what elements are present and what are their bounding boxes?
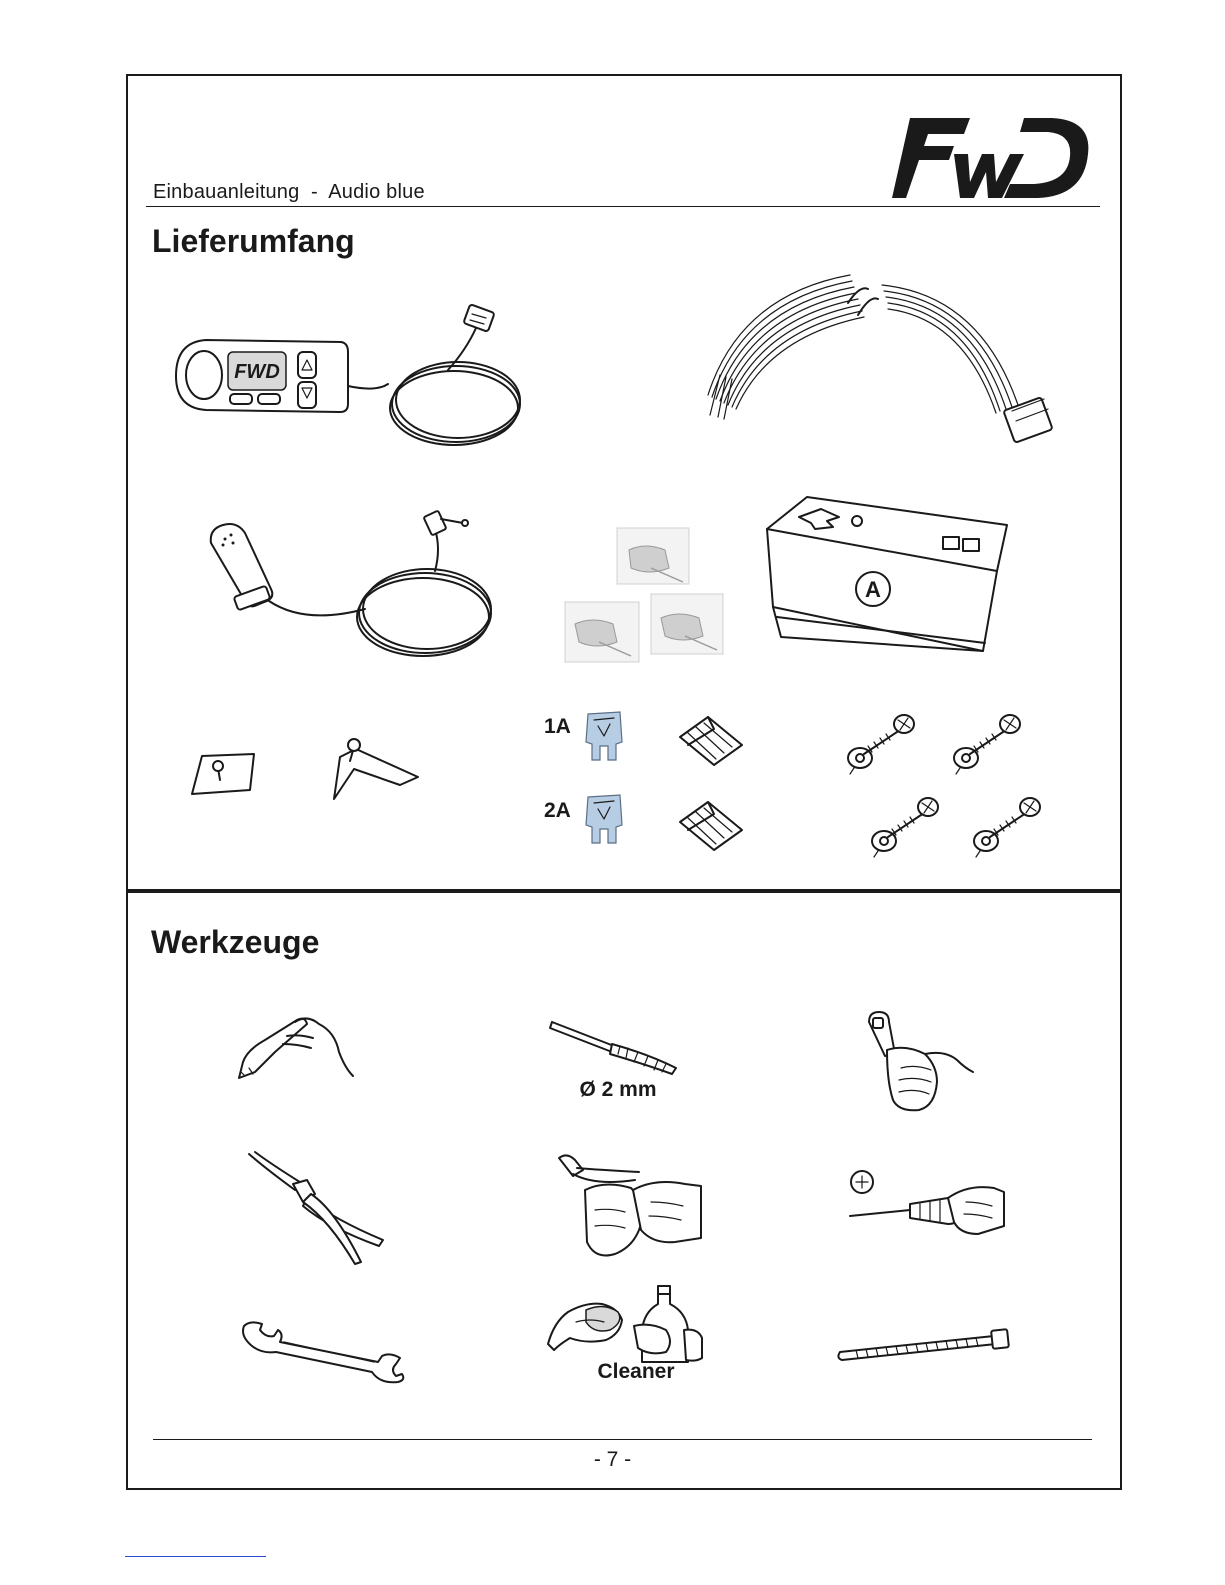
wrench-icon: [240, 1318, 410, 1384]
fuse-2a-icon: [584, 793, 624, 845]
crimping-pliers-icon: [245, 1150, 385, 1265]
section-title-werkzeuge: Werkzeuge: [151, 924, 319, 961]
panel-tool-icon: [235, 1012, 355, 1082]
remote-control-illustration: FWD: [176, 300, 526, 450]
screw-4-icon: [972, 795, 1044, 857]
microphone-illustration: [205, 505, 500, 670]
cleaner-icon: [546, 1282, 706, 1364]
link-underline: [125, 1556, 266, 1557]
screw-1-icon: [846, 712, 918, 774]
cable-clips-illustration: [565, 528, 730, 663]
fwd-logo: [892, 114, 1092, 200]
angled-mount-illustration: [330, 735, 420, 805]
drill-bit-icon: [548, 1020, 678, 1076]
drill-caption: Ø 2 mm: [548, 1078, 688, 1102]
wire-connector-1-icon: [678, 715, 744, 767]
ratchet-icon: [865, 1010, 975, 1115]
header-rule: [146, 206, 1100, 207]
section-divider: [126, 889, 1122, 893]
wire-harness-illustration: [700, 255, 1070, 455]
screw-3-icon: [870, 795, 942, 857]
fuse-1a-icon: [584, 710, 624, 762]
control-box-illustration: A: [765, 495, 1010, 660]
flat-mount-illustration: [190, 752, 260, 798]
page-number: - 7 -: [0, 1448, 1225, 1472]
wire-connector-2-icon: [678, 800, 744, 852]
section-title-lieferumfang: Lieferumfang: [152, 223, 355, 260]
fuse-1a-label: 1A: [544, 715, 571, 739]
footer-rule: [153, 1439, 1092, 1440]
remote-logo-text: FWD: [234, 361, 280, 383]
screwdriver-icon: [848, 1168, 1006, 1240]
cable-tie-icon: [836, 1326, 1012, 1364]
water-pump-pliers-icon: [555, 1150, 703, 1265]
control-box-badge-label: A: [865, 577, 881, 602]
cleaner-caption: Cleaner: [566, 1360, 706, 1384]
screw-2-icon: [952, 712, 1024, 774]
document-title: Einbauanleitung - Audio blue: [153, 181, 425, 204]
fuse-2a-label: 2A: [544, 799, 571, 823]
